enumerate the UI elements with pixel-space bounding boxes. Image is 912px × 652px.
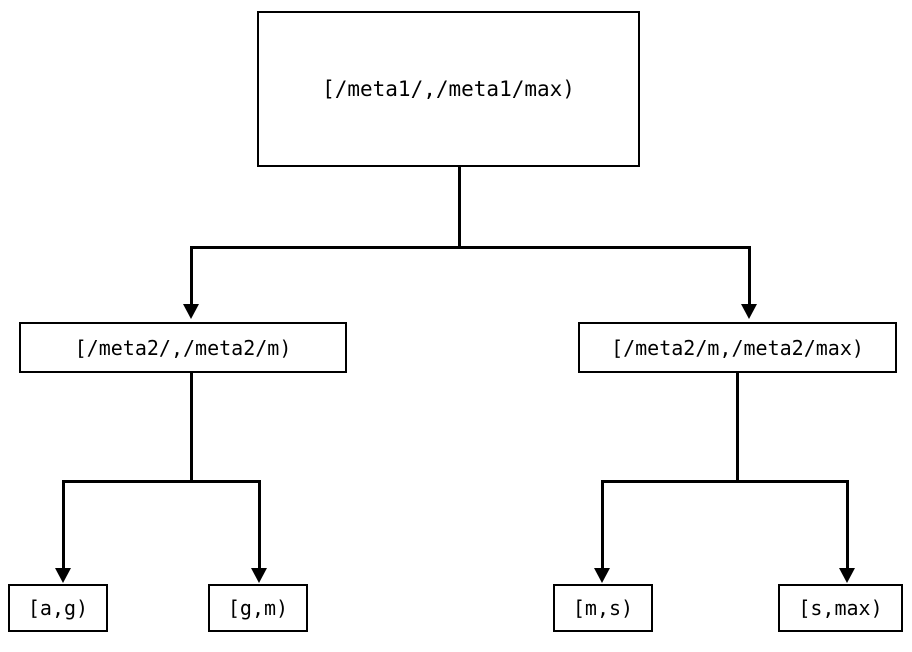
arrowhead-left-mid [183,304,199,319]
connector-right-leaves-bus [601,480,849,483]
connector-left-mid-stem [190,373,193,482]
tree-node-right-mid-label: [/meta2/m,/meta2/max) [611,335,864,360]
connector-left-leaves-bus [62,480,261,483]
tree-node-leaf-ms[interactable]: [m,s) [553,584,653,632]
connector-right-mid-stem [736,373,739,482]
tree-node-leaf-gm-label: [g,m) [227,596,289,620]
connector-level2-bus [190,246,751,249]
connector-drop-left-mid [190,246,193,305]
tree-node-leaf-ag[interactable]: [a,g) [8,584,108,632]
tree-node-root[interactable]: [/meta1/,/meta1/max) [257,11,640,167]
tree-node-leaf-ms-label: [m,s) [572,596,634,620]
arrowhead-leaf-gm [251,568,267,583]
connector-drop-leaf-smax [846,480,849,569]
connector-drop-leaf-ag [62,480,65,569]
tree-node-leaf-smax-label: [s,max) [798,596,883,620]
connector-drop-right-mid [748,246,751,305]
tree-node-leaf-smax[interactable]: [s,max) [778,584,903,632]
arrowhead-leaf-smax [839,568,855,583]
arrowhead-leaf-ag [55,568,71,583]
tree-node-leaf-ag-label: [a,g) [27,596,89,620]
tree-node-leaf-gm[interactable]: [g,m) [208,584,308,632]
tree-node-left-mid-label: [/meta2/,/meta2/m) [74,335,292,360]
tree-node-root-label: [/meta1/,/meta1/max) [322,77,575,101]
connector-drop-leaf-ms [601,480,604,569]
arrowhead-right-mid [741,304,757,319]
tree-node-right-mid[interactable]: [/meta2/m,/meta2/max) [578,322,897,373]
connector-root-stem [458,167,461,249]
tree-node-left-mid[interactable]: [/meta2/,/meta2/m) [19,322,347,373]
connector-drop-leaf-gm [258,480,261,569]
arrowhead-leaf-ms [594,568,610,583]
